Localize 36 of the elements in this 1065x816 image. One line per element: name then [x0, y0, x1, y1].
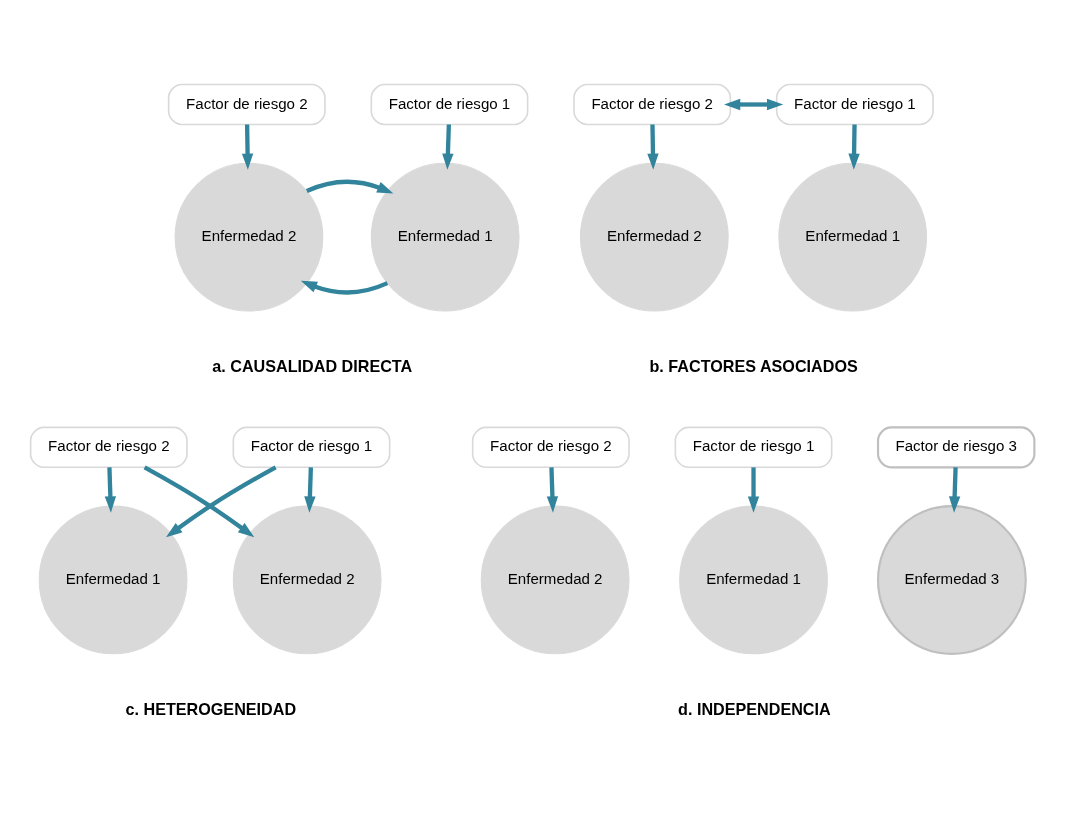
node-circle: Enfermedad 1: [370, 162, 520, 312]
node-box: Factor de riesgo 2: [29, 426, 188, 469]
node-box: Factor de riesgo 1: [674, 426, 833, 469]
arrow: [143, 465, 255, 538]
node-circle: Enfermedad 1: [778, 162, 928, 312]
node-box: Factor de riesgo 2: [167, 83, 326, 126]
arrow: [747, 467, 760, 513]
arrow: [300, 280, 389, 295]
node-circle: Enfermedad 3: [876, 505, 1027, 655]
node-box: Factor de riesgo 1: [370, 83, 529, 126]
node-box: Factor de riesgo 1: [232, 426, 391, 469]
arrow: [442, 124, 454, 170]
node-circle: Enfermedad 1: [38, 505, 188, 655]
arrow: [724, 98, 784, 111]
arrow: [166, 465, 277, 538]
label: a. CAUSALIDAD DIRECTA: [212, 356, 413, 375]
arrow: [546, 467, 559, 513]
label: b. FACTORES ASOCIADOS: [649, 356, 858, 375]
arrow: [948, 467, 961, 513]
node-box: Factor de riesgo 1: [775, 83, 934, 126]
arrow: [241, 124, 254, 170]
arrow: [647, 124, 659, 170]
arrow: [848, 124, 860, 170]
arrow: [304, 467, 316, 513]
arrow: [104, 467, 117, 513]
node-circle: Enfermedad 1: [679, 505, 828, 655]
label: c. HETEROGENEIDAD: [125, 699, 297, 718]
node-circle: Enfermedad 2: [579, 162, 729, 312]
node-circle: Enfermedad 2: [174, 162, 324, 312]
arrow: [306, 179, 394, 194]
node-circle: Enfermedad 2: [480, 505, 630, 655]
node-box: Factor de riesgo 3: [876, 426, 1036, 469]
label: d. INDEPENDENCIA: [678, 699, 831, 718]
node-box: Factor de riesgo 2: [471, 426, 630, 469]
node-circle: Enfermedad 2: [232, 505, 382, 655]
node-box: Factor de riesgo 2: [573, 83, 732, 126]
